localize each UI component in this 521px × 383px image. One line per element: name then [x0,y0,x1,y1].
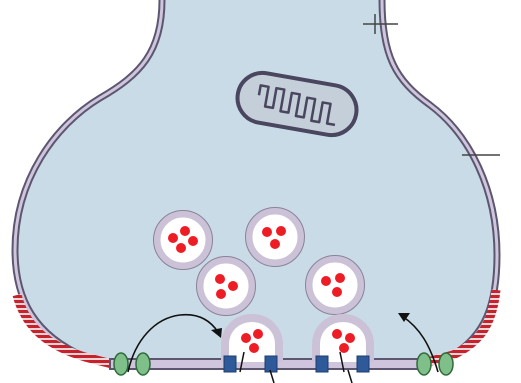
neurotransmitter-dot [276,226,286,236]
neurotransmitter-dot [215,274,225,284]
synaptic-vesicle [249,211,301,263]
neurotransmitter-dot [241,333,251,343]
neurotransmitter-dot [176,243,186,253]
calcium-channel [316,356,328,372]
neurotransmitter-dot [321,276,331,286]
neurotransmitter-dot [228,281,238,291]
neurotransmitter-dot [180,226,190,236]
synaptic-vesicle [309,259,361,311]
receptor [136,353,150,375]
receptor [439,353,453,375]
release-line [348,370,352,383]
synaptic-vesicle [157,214,209,266]
neurotransmitter-dot [168,233,178,243]
docked-vesicle-left [225,318,279,362]
calcium-channel [224,356,236,372]
receptor [417,353,431,375]
axon-terminal-cytoplasm [15,0,497,363]
neurotransmitter-dot [262,227,272,237]
neurotransmitter-dot [335,273,345,283]
docked-vesicle-right [316,318,370,362]
calcium-channel [357,356,369,372]
neurotransmitter-dot [188,236,198,246]
synaptic-vesicle [200,260,252,312]
neurotransmitter-dot [249,343,259,353]
neurotransmitter-dot [332,287,342,297]
neurotransmitter-dot [332,329,342,339]
neurotransmitter-dot [270,239,280,249]
neurotransmitter-dot [216,289,226,299]
neurotransmitter-dot [253,329,263,339]
neurotransmitter-dot [345,333,355,343]
receptor [114,353,128,375]
calcium-channel [265,356,277,372]
neurotransmitter-dot [339,343,349,353]
